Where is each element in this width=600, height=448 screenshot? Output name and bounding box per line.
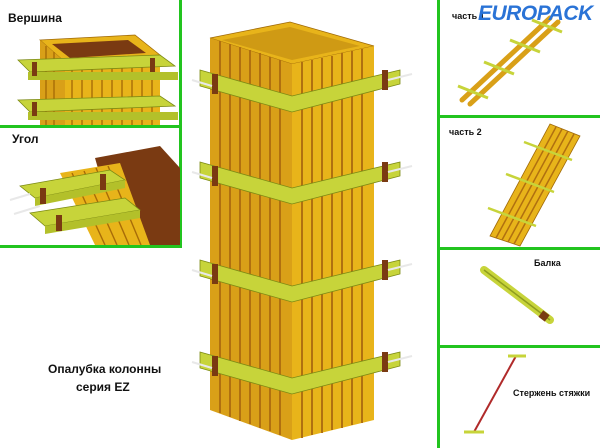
corner-label: Угол — [12, 132, 39, 146]
corner-detail-illustration — [9, 146, 180, 245]
rod-illustration — [464, 354, 526, 434]
part2-label: часть 2 — [449, 127, 482, 137]
divider-right-2 — [437, 247, 600, 250]
caption-line-1: Опалубка колонны — [48, 362, 162, 376]
top-label: Вершина — [8, 11, 62, 25]
beam-label: Балка — [534, 258, 561, 268]
divider-left-middle — [0, 125, 182, 128]
divider-left-vertical — [179, 0, 182, 248]
part1-label: часть 1 — [452, 11, 485, 21]
part1-illustration — [457, 15, 563, 107]
caption-line-2: серия EZ — [76, 380, 130, 394]
beam-illustration — [480, 266, 554, 324]
logo-text-1: EURO — [478, 2, 537, 25]
divider-right-1 — [437, 115, 600, 118]
column-formwork-illustration — [191, 21, 413, 440]
divider-right-vertical — [437, 0, 440, 448]
top-detail-illustration — [17, 34, 178, 125]
rod-label: Стержень стяжки — [513, 388, 591, 398]
divider-right-3 — [437, 345, 600, 348]
logo-text-2: PACK — [536, 2, 593, 25]
divider-left-bottom — [0, 245, 182, 248]
part2-illustration — [487, 123, 581, 247]
europack-logo: EUROPACK — [478, 2, 593, 26]
